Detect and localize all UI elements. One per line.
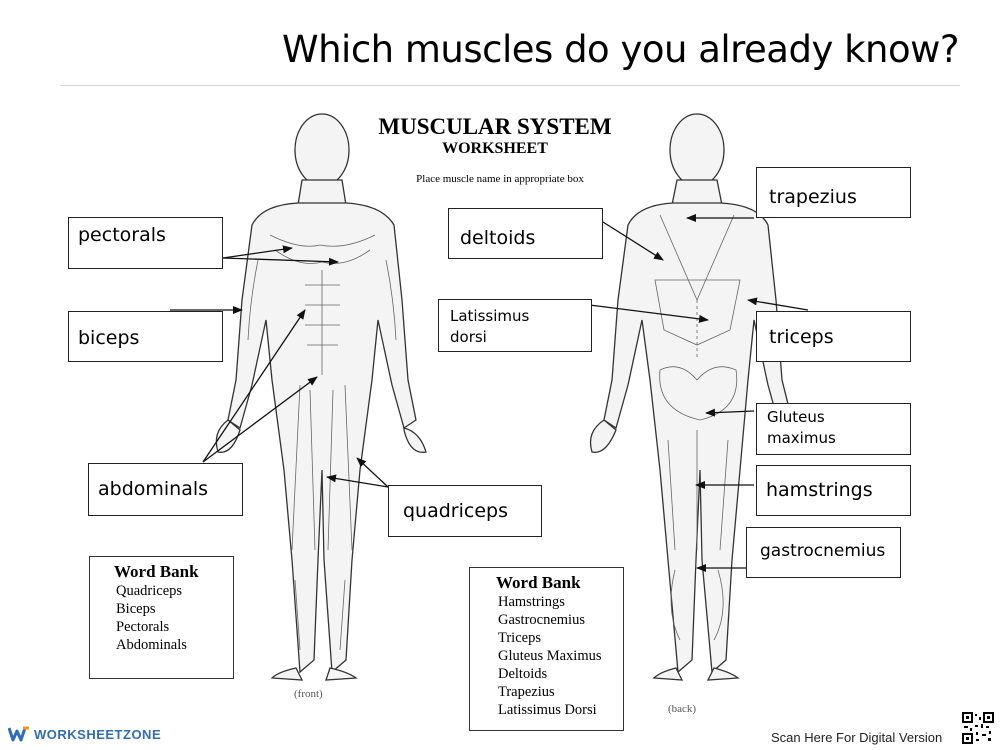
arrow-deltoids (602, 221, 664, 261)
word-bank-back-item: Deltoids (498, 666, 548, 682)
arrow-gluteus (705, 408, 755, 417)
word-bank-back-item: Latissimus Dorsi (498, 702, 597, 718)
front-view-label: (front) (294, 688, 323, 700)
label-hamstrings: hamstrings (766, 479, 873, 501)
word-bank-back-item: Gluteus Maximus (498, 648, 602, 664)
word-bank-back-item: Hamstrings (498, 594, 565, 610)
worksheet-subheading: WORKSHEET (442, 140, 548, 157)
label-gastrocnemius: gastrocnemius (760, 541, 886, 561)
word-bank-back-item: Trapezius (498, 684, 555, 700)
front-torso-limbs (227, 202, 417, 674)
label-pectorals: pectorals (78, 224, 166, 246)
worksheet-instruction: Place muscle name in appropriate box (416, 173, 584, 185)
page-title: Which muscles do you already know? (282, 28, 960, 71)
worksheet-heading: MUSCULAR SYSTEM (378, 114, 612, 139)
word-bank-front-item: Abdominals (116, 637, 187, 653)
label-triceps: triceps (769, 326, 834, 348)
front-left-foot (270, 667, 304, 681)
label-box-gastrocnemius: gastrocnemius (746, 527, 901, 578)
arrow-triceps (747, 297, 809, 311)
word-bank-front-title: Word Bank (114, 562, 199, 581)
label-deltoids: deltoids (460, 227, 536, 249)
word-bank-back: Word Bank Hamstrings Gastrocnemius Trice… (469, 567, 624, 731)
brand-logo: WORKSHEETZONE (8, 726, 161, 742)
label-trapezius: trapezius (769, 186, 857, 208)
back-body-figure (589, 113, 803, 681)
label-quadriceps: quadriceps (403, 500, 508, 522)
back-torso-limbs (603, 202, 793, 674)
label-box-trapezius: trapezius (756, 167, 911, 218)
back-right-foot (706, 667, 740, 681)
arrow-abdominals-2 (202, 376, 318, 463)
label-latissimus-line1: Latissimus (450, 307, 530, 325)
label-gluteus-line1: Gluteus (767, 408, 825, 426)
word-bank-front-item: Pectorals (116, 619, 170, 635)
label-biceps: biceps (78, 327, 140, 349)
back-neck (671, 179, 723, 206)
front-body-figure (215, 113, 427, 681)
back-view-label: (back) (668, 703, 697, 715)
label-box-deltoids: deltoids (448, 208, 603, 259)
back-muscle-lines (654, 214, 741, 641)
worksheetzone-logo-icon (8, 726, 29, 742)
front-right-foot (325, 667, 358, 681)
arrow-pectorals-1 (222, 245, 293, 259)
word-bank-front-item: Biceps (116, 601, 156, 617)
title-divider (60, 85, 960, 86)
arrow-abdominals-1 (202, 309, 306, 463)
back-left-foot (652, 667, 684, 681)
brand-name: WORKSHEETZONE (34, 726, 162, 742)
arrow-quadriceps-2 (326, 474, 389, 488)
front-right-hand (403, 427, 427, 453)
scan-instruction: Scan Here For Digital Version (771, 730, 943, 745)
front-head (294, 113, 350, 187)
front-neck (297, 179, 347, 206)
back-head (669, 113, 725, 187)
label-box-quadriceps: quadriceps (388, 485, 542, 537)
back-left-hand (589, 419, 617, 453)
arrow-quadriceps-1 (356, 457, 389, 488)
label-box-gluteus-maximus: Gluteus maximus (756, 403, 911, 455)
label-latissimus-line2: dorsi (450, 328, 487, 346)
label-box-hamstrings: hamstrings (756, 465, 911, 516)
label-box-pectorals: pectorals (68, 217, 223, 269)
label-box-abdominals: abdominals (88, 463, 243, 516)
label-gluteus-line2: maximus (767, 429, 836, 447)
word-bank-back-title: Word Bank (496, 573, 581, 592)
word-bank-front: Word Bank Quadriceps Biceps Pectorals Ab… (89, 556, 234, 679)
label-box-triceps: triceps (756, 311, 911, 362)
arrow-pectorals-2 (222, 257, 339, 266)
label-box-biceps: biceps (68, 311, 223, 362)
label-abdominals: abdominals (98, 478, 209, 500)
qr-code-icon[interactable] (962, 712, 994, 744)
word-bank-back-item: Gastrocnemius (498, 612, 585, 628)
word-bank-front-item: Quadriceps (116, 583, 183, 599)
front-left-hand (215, 419, 241, 453)
word-bank-back-item: Triceps (498, 630, 541, 646)
label-box-latissimus-dorsi: Latissimus dorsi (438, 299, 592, 352)
